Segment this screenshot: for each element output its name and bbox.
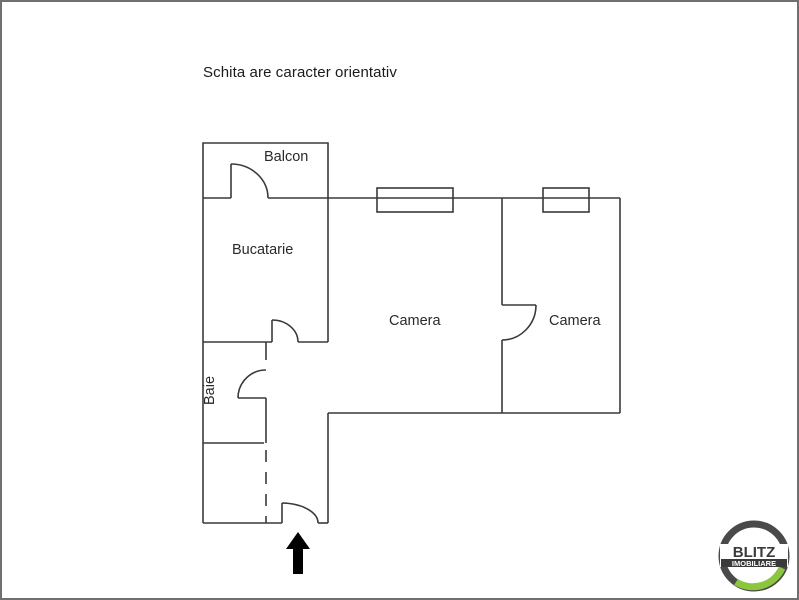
kitchen-door-icon xyxy=(271,319,299,343)
logo-line2: IMOBILIARE xyxy=(732,559,776,568)
entrance-arrow-icon xyxy=(286,532,310,574)
room-label-balcon: Balcon xyxy=(264,149,309,165)
room-label-camera: Camera xyxy=(389,313,441,329)
blitz-imobiliare-logo: BLITZ IMOBILIARE xyxy=(718,520,790,592)
entrance-door-icon xyxy=(281,502,319,524)
bathroom-door-icon xyxy=(237,369,267,399)
room-door-icon xyxy=(501,304,537,341)
room-label-bucatarie: Bucatarie xyxy=(232,242,294,258)
logo-line1: BLITZ xyxy=(733,544,776,561)
balcony-walls xyxy=(202,142,329,198)
window-icon xyxy=(376,187,454,213)
room-label-camera: Camera xyxy=(549,313,601,329)
disclaimer-title: Schita are caracter orientativ xyxy=(203,64,397,81)
room-label-baie: Baie xyxy=(202,375,218,405)
window-icon xyxy=(542,187,590,213)
balcony-door-icon xyxy=(230,163,269,199)
